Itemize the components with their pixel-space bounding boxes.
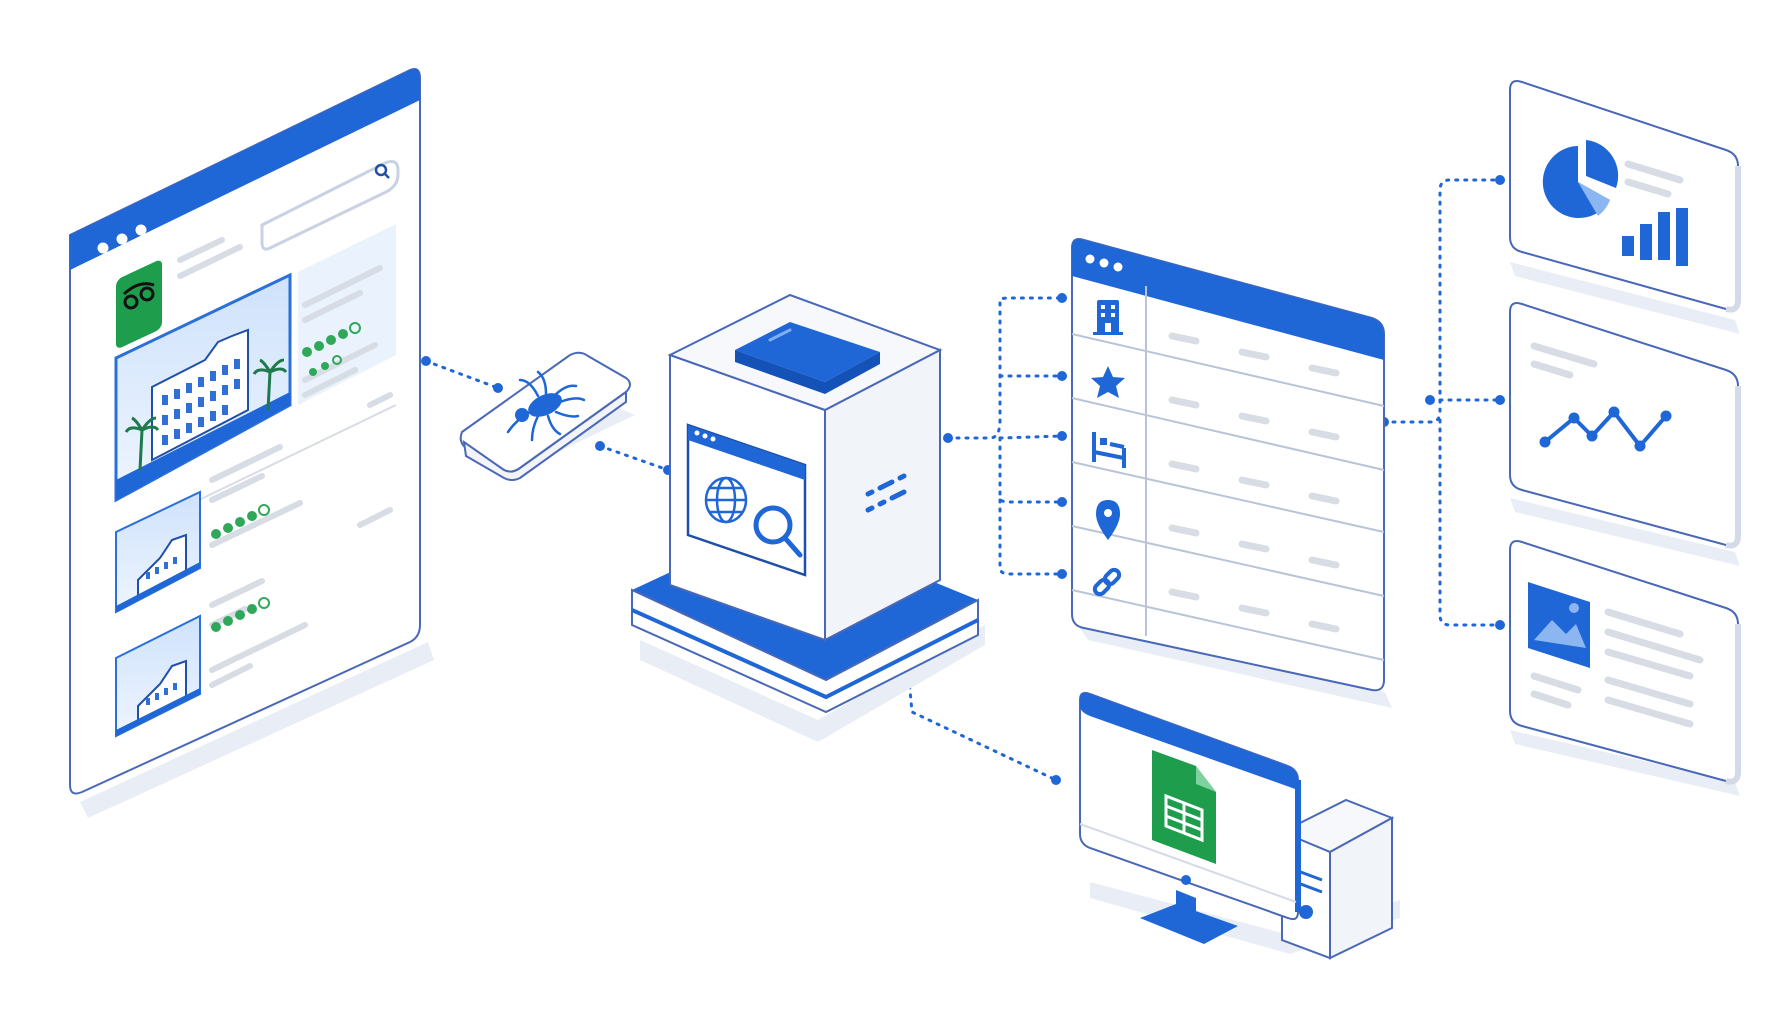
search-bar[interactable] bbox=[260, 160, 400, 251]
location-pin-icon bbox=[1096, 500, 1120, 540]
line-chart-icon bbox=[1539, 406, 1672, 452]
connector-server-to-table bbox=[946, 296, 1064, 576]
rating-dots bbox=[211, 597, 270, 632]
list-item[interactable] bbox=[115, 444, 393, 614]
connector-dots bbox=[421, 175, 1505, 785]
scraper-node bbox=[459, 351, 635, 481]
data-table-window bbox=[1071, 238, 1392, 708]
list-item[interactable] bbox=[115, 578, 308, 738]
table-cell-placeholders bbox=[1168, 332, 1340, 633]
connector-spider-to-server bbox=[598, 444, 670, 472]
owl-logo-icon bbox=[116, 260, 162, 348]
spreadsheet-icon bbox=[1152, 750, 1216, 864]
output-card-media bbox=[1509, 540, 1741, 796]
hotel-building bbox=[151, 328, 249, 462]
window-controls bbox=[97, 224, 147, 254]
connector-browser-to-spider bbox=[424, 359, 500, 390]
rating-dots bbox=[211, 504, 270, 539]
bed-icon bbox=[1092, 432, 1126, 468]
header-text-placeholders bbox=[177, 237, 243, 279]
pie-bar-chart-icon bbox=[1542, 140, 1688, 266]
palm-tree-icon bbox=[124, 358, 288, 471]
spider-icon bbox=[506, 370, 586, 442]
browser-title-bar bbox=[70, 69, 420, 270]
connector-table-to-outputs bbox=[1382, 178, 1502, 627]
output-card-report bbox=[1509, 80, 1741, 334]
hotel-icon bbox=[1093, 300, 1123, 335]
image-card-icon bbox=[1528, 582, 1590, 668]
table-row-lines bbox=[1071, 333, 1385, 661]
server-top-button bbox=[735, 322, 880, 382]
connector-server-to-desktop bbox=[906, 666, 1058, 782]
browser-window bbox=[69, 68, 434, 818]
table-title-bar bbox=[1072, 239, 1384, 360]
window-controls bbox=[1085, 254, 1123, 272]
link-icon bbox=[1092, 567, 1122, 597]
server-side-vents bbox=[865, 473, 907, 513]
output-card-trend bbox=[1509, 302, 1741, 566]
desktop-computer bbox=[1079, 691, 1400, 960]
featured-hotel-image bbox=[114, 272, 292, 503]
scraping-server bbox=[631, 293, 985, 742]
star-icon bbox=[1091, 366, 1125, 398]
featured-side-card bbox=[298, 224, 396, 408]
connectors bbox=[424, 178, 1502, 782]
globe-search-icon bbox=[686, 423, 807, 577]
search-icon[interactable] bbox=[374, 163, 390, 179]
rating-dots-featured bbox=[302, 322, 361, 376]
